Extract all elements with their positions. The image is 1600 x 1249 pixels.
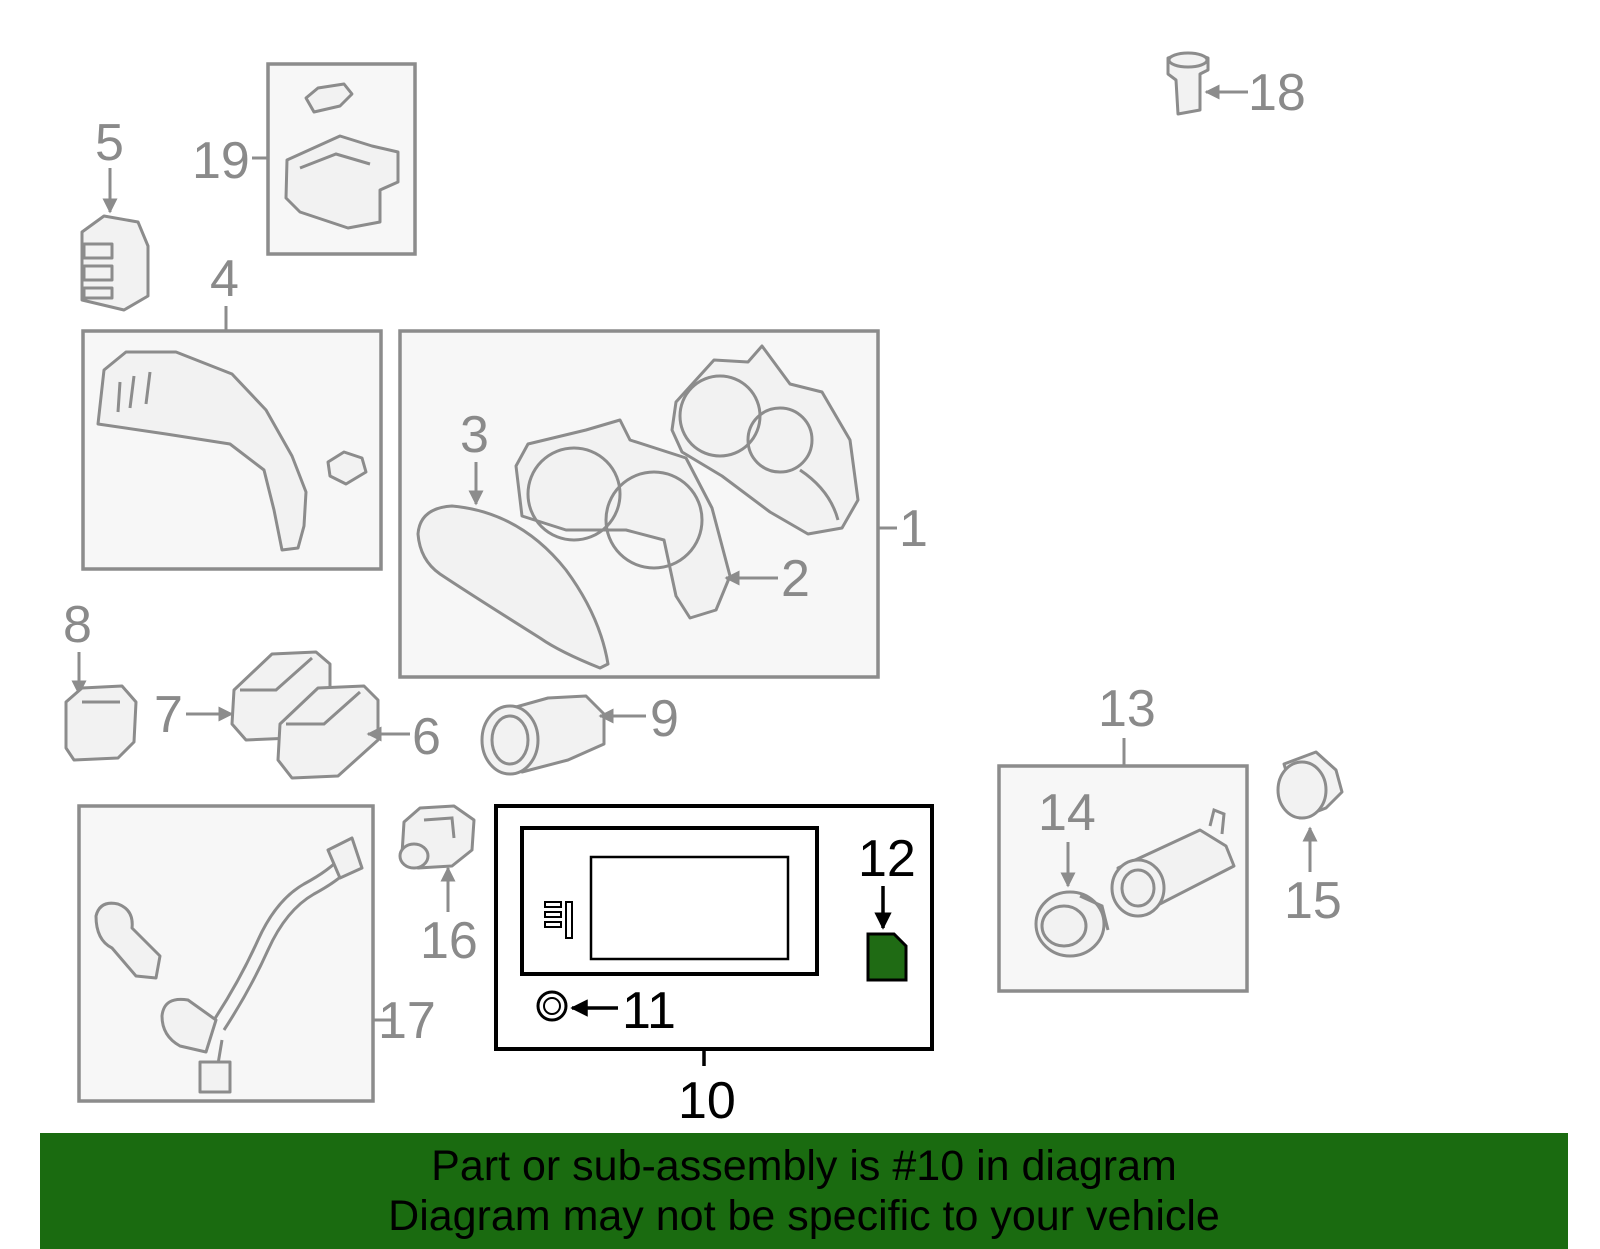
part-14-cap[interactable]	[1034, 890, 1110, 958]
callout-6: 6	[412, 708, 441, 766]
part-1-cluster-assembly	[670, 344, 860, 536]
callout-14: 14	[1038, 784, 1096, 842]
part-13-socket[interactable]	[1110, 807, 1236, 918]
part-12-card[interactable]	[866, 932, 908, 982]
callout-17: 17	[378, 992, 436, 1050]
callout-3: 3	[460, 406, 489, 464]
part-11-knob[interactable]	[536, 990, 568, 1022]
callout-7: 7	[154, 686, 183, 744]
part-4-cover	[96, 350, 368, 552]
callout-13: 13	[1098, 680, 1156, 738]
callout-18: 18	[1248, 64, 1306, 122]
part-10-display-unit	[520, 826, 819, 976]
part-15-ring[interactable]	[1276, 750, 1344, 820]
callout-11: 11	[622, 982, 676, 1040]
part-5-switch[interactable]	[80, 214, 150, 312]
part-9-socket[interactable]	[480, 694, 606, 776]
callout-8: 8	[63, 596, 92, 654]
callout-15: 15	[1284, 872, 1342, 930]
callout-12: 12	[858, 830, 916, 888]
callout-5: 5	[95, 114, 124, 172]
banner-line-2: Diagram may not be specific to your vehi…	[388, 1192, 1220, 1240]
callout-4: 4	[210, 250, 239, 308]
part-17-harness	[94, 836, 364, 1094]
part-19-module	[284, 82, 400, 230]
part-8-switch[interactable]	[64, 684, 138, 762]
part-2-housing[interactable]	[514, 418, 732, 620]
part-18-clip[interactable]	[1166, 51, 1210, 116]
callout-19: 19	[192, 132, 250, 190]
part-16-sensor[interactable]	[398, 804, 476, 870]
banner-line-1: Part or sub-assembly is #10 in diagram	[431, 1142, 1177, 1190]
callout-1: 1	[899, 500, 928, 558]
callout-10: 10	[678, 1072, 736, 1130]
callout-2: 2	[781, 550, 810, 608]
banner-background	[40, 1133, 1568, 1249]
part-3-lens[interactable]	[416, 504, 610, 670]
callout-16: 16	[420, 912, 478, 970]
callout-9: 9	[650, 690, 679, 748]
info-banner: Part or sub-assembly is #10 in diagram D…	[40, 1133, 1568, 1249]
